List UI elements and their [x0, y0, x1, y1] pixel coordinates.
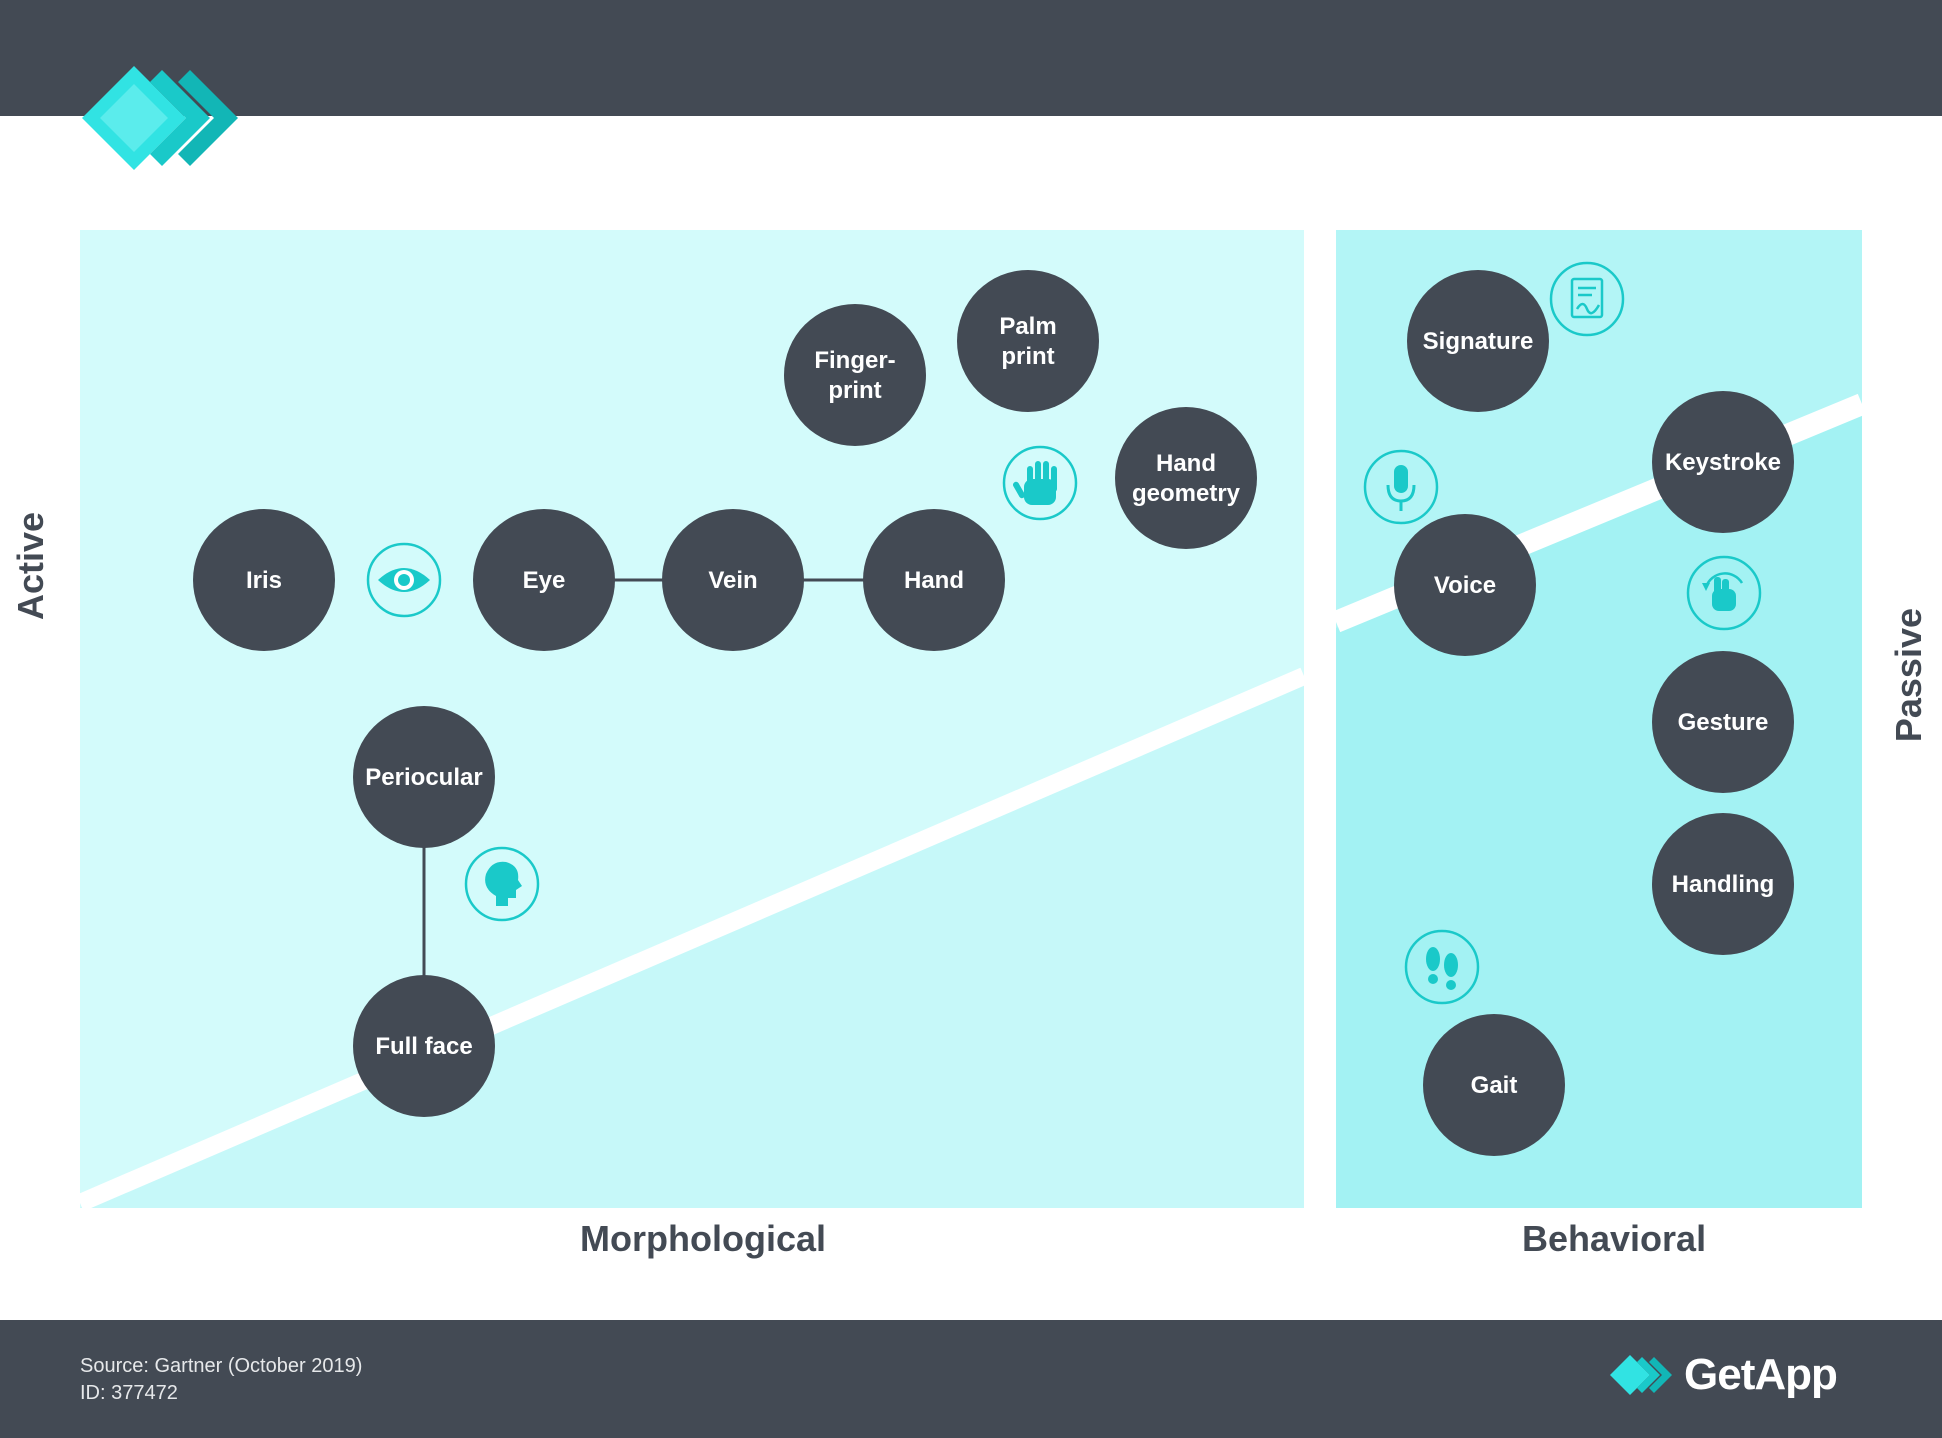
morphological-panel	[80, 230, 1304, 1208]
node-label-hand: Hand	[904, 567, 964, 594]
node-eye: Eye	[473, 509, 615, 651]
node-label-palmprint: Palm	[999, 313, 1056, 340]
node-label-handgeometry: Hand	[1156, 450, 1216, 477]
node-gesture: Gesture	[1652, 651, 1794, 793]
node-periocular: Periocular	[353, 706, 495, 848]
node-label-palmprint: print	[1001, 343, 1054, 370]
node-label-periocular: Periocular	[365, 764, 482, 791]
node-label-fullface: Full face	[375, 1033, 472, 1060]
hand-icon	[1002, 445, 1078, 521]
node-gait: Gait	[1423, 1014, 1565, 1156]
source-note: Source: Gartner (October 2019) ID: 37747…	[80, 1353, 362, 1407]
face-icon	[464, 846, 540, 922]
getapp-logo: GetApp	[1610, 1350, 1838, 1400]
gesture-icon	[1686, 555, 1762, 631]
node-voice: Voice	[1394, 514, 1536, 656]
getapp-wordmark: GetApp	[1684, 1350, 1838, 1399]
node-label-handgeometry: geometry	[1132, 480, 1241, 507]
node-fullface: Full face	[353, 975, 495, 1117]
node-label-eye: Eye	[523, 567, 566, 594]
getapp-logo-icon	[1610, 1355, 1672, 1395]
node-handgeometry: Hand geometry	[1115, 407, 1257, 549]
footprints-icon	[1404, 929, 1480, 1005]
eye-icon	[366, 542, 442, 618]
node-label-gesture: Gesture	[1678, 709, 1769, 736]
node-palmprint: Palm print	[957, 270, 1099, 412]
node-label-iris: Iris	[246, 567, 282, 594]
axis-label-behavioral: Behavioral	[1522, 1218, 1707, 1259]
node-label-vein: Vein	[708, 567, 757, 594]
node-iris: Iris	[193, 509, 335, 651]
node-keystroke: Keystroke	[1652, 391, 1794, 533]
axis-label-active: Active	[10, 511, 51, 620]
top-bar	[0, 0, 1942, 116]
node-vein: Vein	[662, 509, 804, 651]
axis-label-passive: Passive	[1888, 608, 1929, 743]
node-label-voice: Voice	[1434, 572, 1496, 599]
logo-icon	[82, 66, 238, 170]
source-text: Source: Gartner (October 2019)	[80, 1355, 363, 1377]
node-handling: Handling	[1652, 813, 1794, 955]
node-fingerprint: Finger-print	[784, 304, 926, 446]
node-label-fingerprint: Finger-	[814, 347, 895, 374]
node-label-signature: Signature	[1423, 328, 1534, 355]
node-hand: Hand	[863, 509, 1005, 651]
source-id: ID: 377472	[80, 1382, 178, 1404]
node-label-fingerprint: print	[828, 377, 881, 404]
node-label-gait: Gait	[1471, 1072, 1518, 1099]
microphone-icon	[1363, 449, 1439, 525]
node-signature: Signature	[1407, 270, 1549, 412]
node-label-handling: Handling	[1672, 871, 1775, 898]
signature-icon	[1549, 261, 1625, 337]
axis-label-morphological: Morphological	[580, 1218, 826, 1259]
node-label-keystroke: Keystroke	[1665, 449, 1781, 476]
